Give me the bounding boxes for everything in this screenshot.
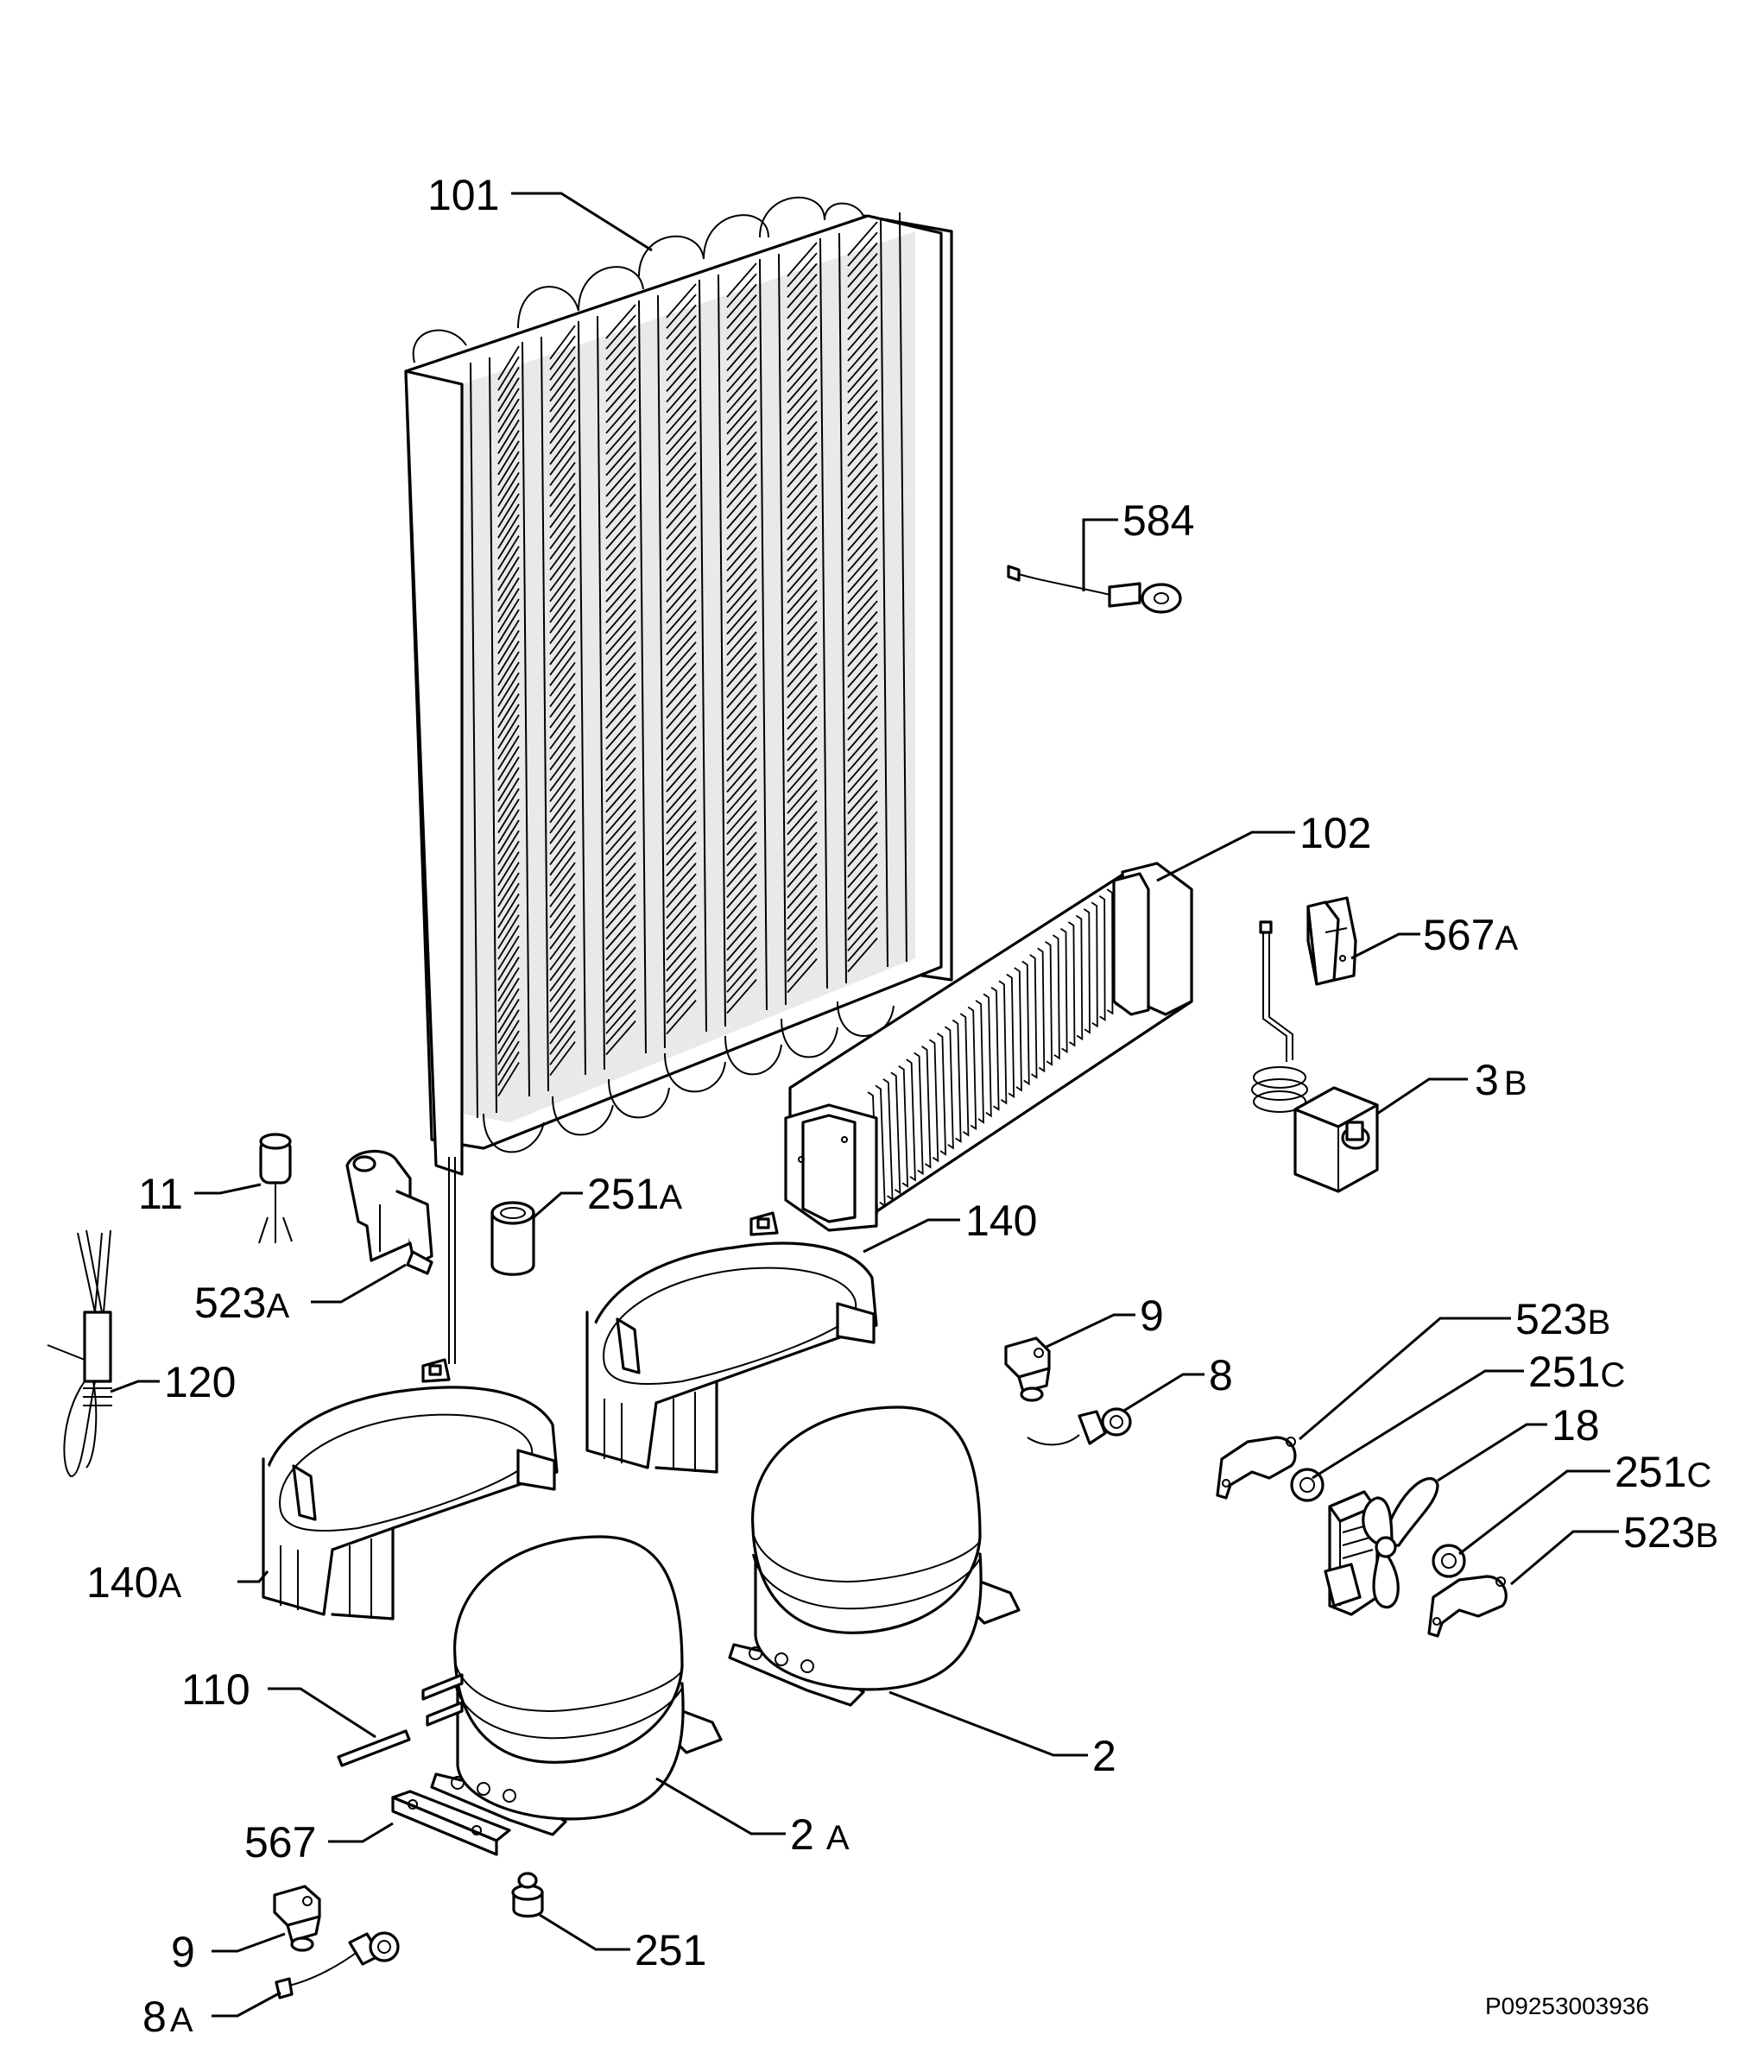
label-584: 584 bbox=[1122, 496, 1194, 545]
part-11-sensor bbox=[258, 1133, 293, 1244]
part-251a-grommet bbox=[490, 1201, 535, 1276]
label-567a: 567A bbox=[1423, 911, 1518, 959]
label-251c-lower: 251C bbox=[1615, 1448, 1711, 1496]
part-251c-grommet-lower bbox=[1432, 1544, 1466, 1578]
drawing-code: P09253003936 bbox=[1485, 1993, 1649, 2019]
part-18-fan-motor bbox=[1324, 1477, 1439, 1616]
part-102-heat-exchanger bbox=[784, 862, 1193, 1232]
leader-lines bbox=[110, 192, 1619, 2018]
label-523a: 523A bbox=[194, 1279, 289, 1327]
part-251-grommet bbox=[511, 1872, 544, 1918]
part-2-compressor bbox=[728, 1406, 1021, 1707]
label-9-lower: 9 bbox=[171, 1928, 195, 1976]
label-8: 8 bbox=[1209, 1351, 1233, 1399]
part-567a-bracket bbox=[1306, 896, 1357, 986]
label-523b-upper: 523B bbox=[1515, 1295, 1610, 1343]
part-523b-clamp-lower bbox=[1427, 1575, 1508, 1638]
label-110: 110 bbox=[181, 1665, 250, 1714]
part-101-condenser bbox=[404, 196, 953, 1364]
label-567: 567 bbox=[244, 1818, 316, 1867]
part-3b-thermostat bbox=[1251, 920, 1379, 1193]
label-251a: 251A bbox=[587, 1170, 682, 1218]
label-120: 120 bbox=[164, 1358, 236, 1406]
label-102: 102 bbox=[1299, 809, 1371, 857]
part-523b-clamp-upper bbox=[1216, 1436, 1297, 1500]
label-101: 101 bbox=[427, 171, 499, 219]
label-251c-upper: 251C bbox=[1528, 1348, 1625, 1396]
part-140-shell bbox=[585, 1211, 878, 1474]
part-584-sensor bbox=[1007, 565, 1182, 614]
label-2: 2 bbox=[1092, 1732, 1116, 1780]
part-567-plate bbox=[391, 1790, 511, 1856]
label-11: 11 bbox=[138, 1170, 183, 1218]
part-9-relay-upper bbox=[1004, 1336, 1051, 1402]
part-140a-shell bbox=[262, 1358, 559, 1620]
label-18: 18 bbox=[1552, 1401, 1600, 1450]
label-140a: 140A bbox=[86, 1558, 181, 1607]
part-2a-compressor bbox=[421, 1535, 723, 1836]
label-251: 251 bbox=[635, 1926, 706, 1974]
part-523a-holder bbox=[345, 1150, 433, 1275]
part-8-overload bbox=[1027, 1407, 1132, 1446]
part-110-tube bbox=[337, 1729, 411, 1767]
label-523b-lower: 523B bbox=[1623, 1508, 1718, 1557]
part-120-wire-harness bbox=[47, 1229, 112, 1477]
label-140: 140 bbox=[965, 1197, 1037, 1245]
label-9-upper: 9 bbox=[1140, 1292, 1164, 1340]
part-9-relay-lower bbox=[273, 1885, 321, 1952]
